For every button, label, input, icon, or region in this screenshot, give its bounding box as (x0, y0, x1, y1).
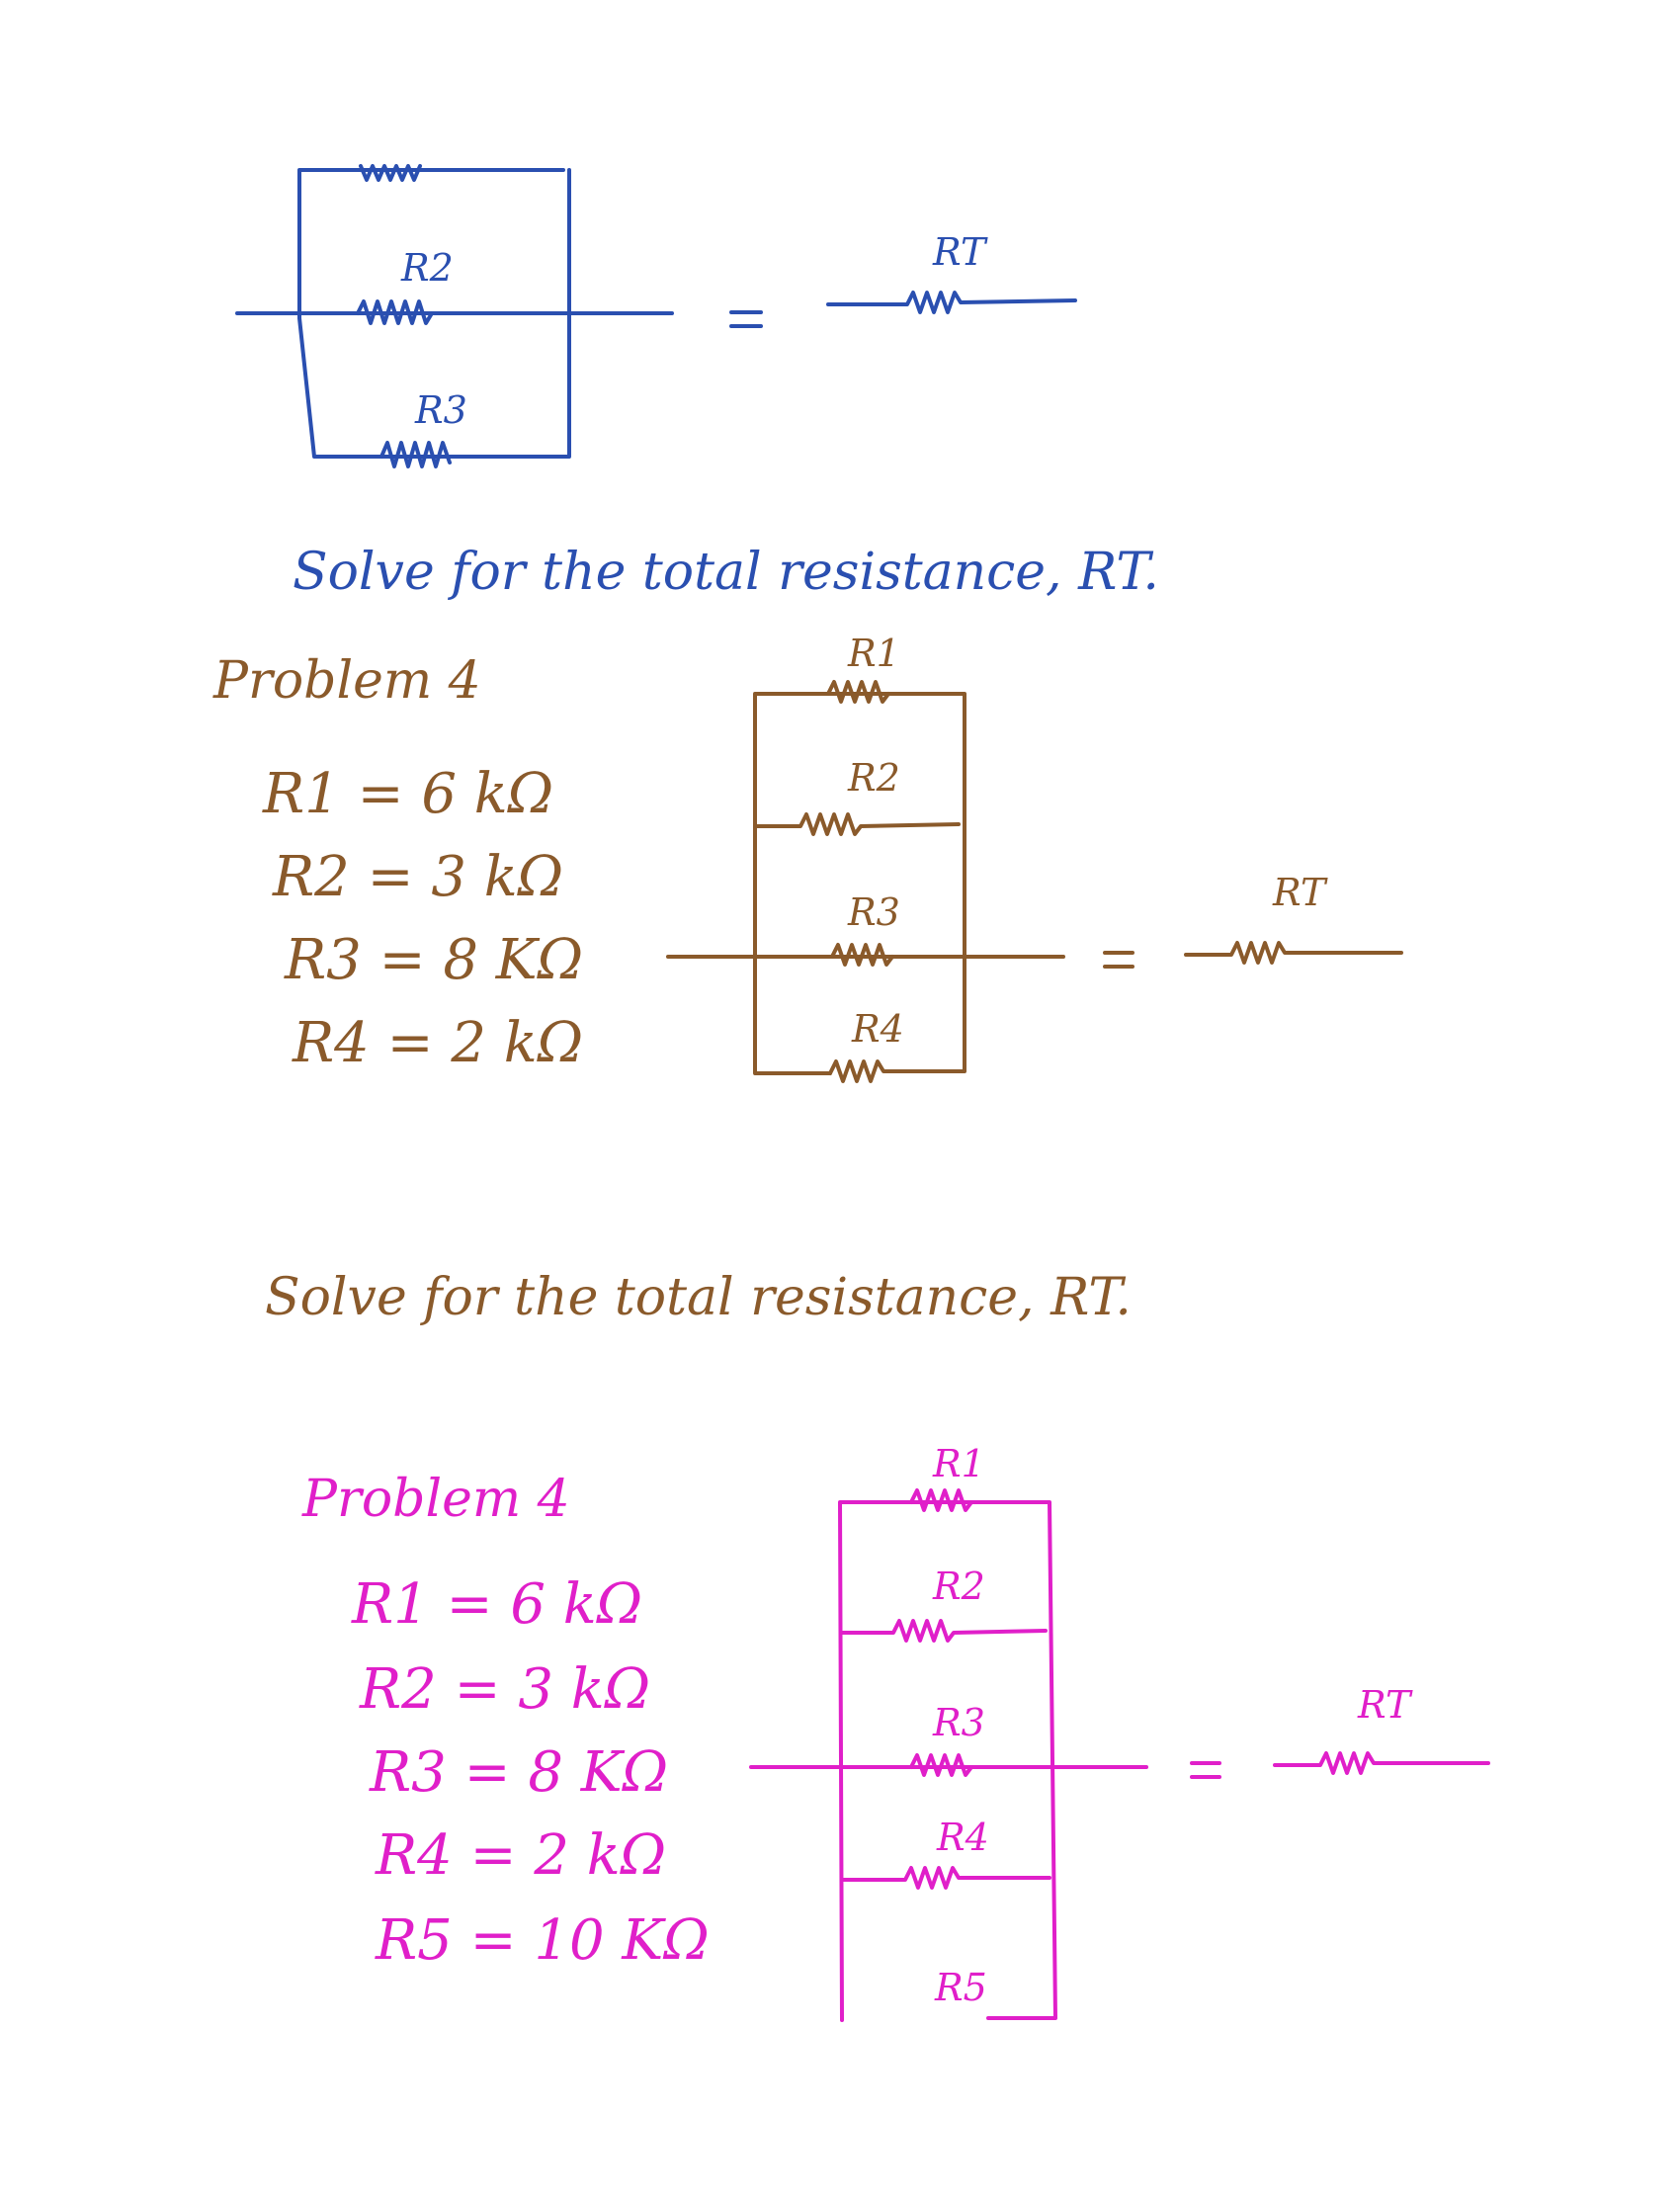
r4-label: R4 (851, 1007, 904, 1051)
parallel-frame (297, 168, 571, 459)
value-r4: R4 = 2 kΩ (375, 1823, 666, 1888)
parallel-frame (838, 1500, 1057, 2022)
rt-wire (826, 291, 1077, 314)
r1-label: R1 (932, 1442, 985, 1485)
value-r2: R2 = 3 kΩ (272, 845, 563, 909)
r1-label: R1 (847, 632, 900, 675)
r2-label: R2 (400, 246, 454, 290)
problem-title-2: Problem 4 (212, 651, 481, 711)
rt-wire (1184, 941, 1403, 965)
rt-label: RT (1272, 871, 1328, 914)
problem-title-3: Problem 4 (301, 1470, 570, 1529)
section-2-labels: R1 R2 R3 R4 RT Solve for the total resis… (265, 632, 1328, 1327)
r4-label: R4 (936, 1816, 989, 1859)
instruction-2: Solve for the total resistance, RT. (265, 1268, 1132, 1327)
instruction-1: Solve for the total resistance, RT. (293, 543, 1159, 602)
section-2-text: Problem 4 R1 = 6 kΩ R2 = 3 kΩ R3 = 8 KΩ … (212, 651, 583, 1075)
value-r2: R2 = 3 kΩ (359, 1657, 650, 1722)
r2-label: R2 (932, 1564, 985, 1608)
value-r1: R1 = 6 kΩ (351, 1572, 642, 1637)
equals-sign-2 (1103, 951, 1134, 969)
section-2-circuit (666, 680, 1403, 1083)
r4-branch (840, 1866, 1051, 1890)
section-3-circuit (749, 1488, 1490, 2022)
r2-label: R2 (847, 756, 900, 800)
value-r3: R3 = 8 KΩ (284, 928, 583, 992)
r3-resistor (379, 441, 452, 468)
section-3-text: Problem 4 R1 = 6 kΩ R2 = 3 kΩ R3 = 8 KΩ … (301, 1470, 710, 1973)
section-1-circuit (235, 164, 1077, 468)
value-r3: R3 = 8 KΩ (369, 1740, 668, 1805)
value-r1: R1 = 6 kΩ (262, 762, 553, 826)
parallel-frame (753, 692, 966, 1075)
rt-wire (1273, 1751, 1490, 1775)
r5-label: R5 (934, 1966, 987, 2009)
section-3-labels: R1 R2 R3 R4 R5 RT (932, 1442, 1413, 2009)
r2-branch (840, 1619, 1048, 1643)
r3-label: R3 (414, 388, 467, 432)
r3-resistor (909, 1753, 973, 1777)
r3-resistor (830, 943, 894, 967)
r1-resistor (826, 680, 890, 704)
r2-branch (753, 812, 961, 836)
r1-resistor (909, 1488, 973, 1512)
value-r5: R5 = 10 KΩ (375, 1908, 710, 1973)
r2-resistor (356, 299, 434, 325)
r3-label: R3 (932, 1701, 985, 1744)
rt-label: RT (1357, 1683, 1413, 1727)
value-r4: R4 = 2 kΩ (292, 1011, 583, 1075)
r4-resistor (828, 1059, 891, 1083)
equals-sign-1 (729, 310, 763, 328)
rt-label: RT (932, 230, 988, 274)
r3-label: R3 (847, 890, 900, 934)
section-1-labels: R2 R3 RT Solve for the total resistance,… (293, 230, 1159, 602)
equals-sign-3 (1190, 1761, 1221, 1779)
